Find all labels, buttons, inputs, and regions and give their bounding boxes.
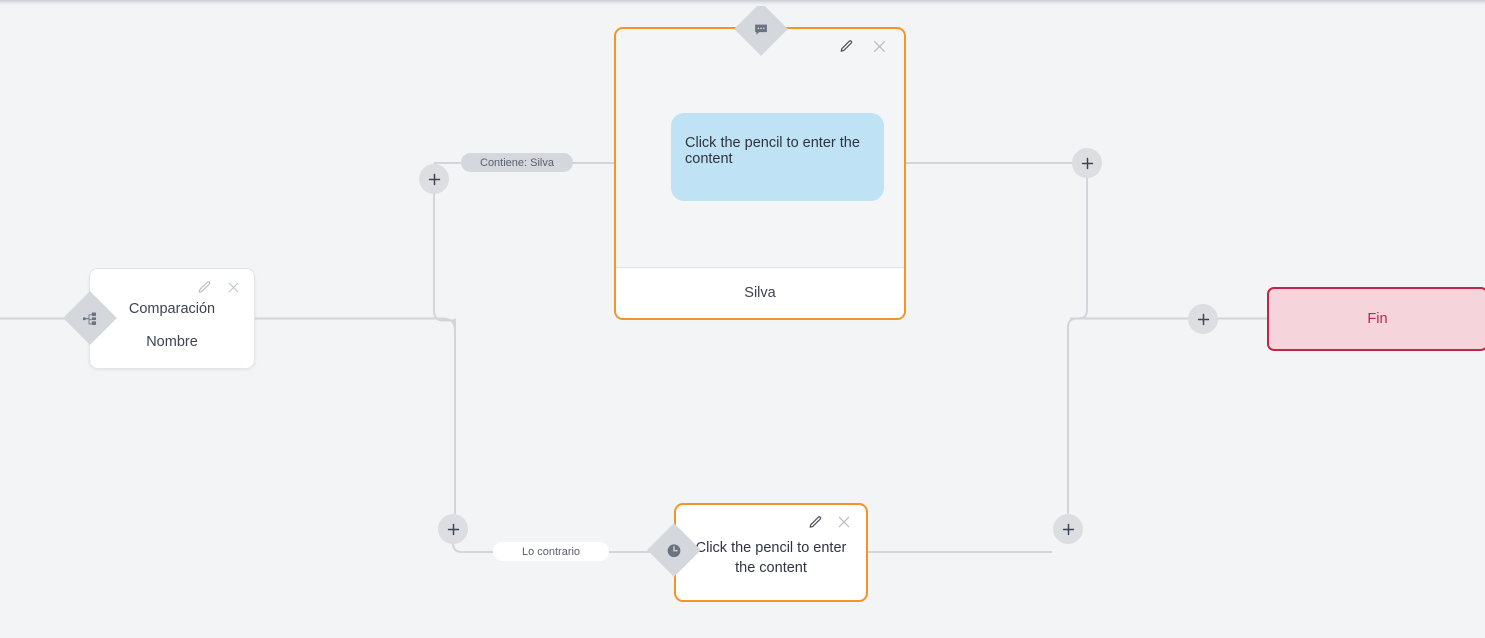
node-message-footer: Silva [616, 267, 904, 318]
node-delay-actions [808, 514, 852, 530]
edge-label-true-branch: Contiene: Silva [461, 153, 573, 172]
node-delay-body: Click the pencil to enter the content [695, 540, 847, 576]
node-message-actions [839, 38, 888, 55]
edge-bottom-branch [452, 542, 674, 553]
add-node-bottom-left-button[interactable] [438, 514, 468, 544]
add-node-bottom-right-button[interactable] [1053, 514, 1083, 544]
speech-bubble-icon-badge [734, 2, 788, 56]
close-icon[interactable] [871, 38, 888, 55]
speech-bubble-icon [753, 21, 770, 38]
close-icon[interactable] [836, 514, 852, 530]
edge-label-false-branch: Lo contrario [493, 542, 609, 561]
pencil-icon[interactable] [197, 280, 212, 295]
pencil-icon[interactable] [839, 39, 854, 54]
pencil-icon[interactable] [808, 515, 823, 530]
plus-icon [1060, 521, 1077, 538]
node-comparacion-subtitle: Nombre [146, 334, 198, 350]
node-fin-label: Fin [1367, 311, 1388, 327]
node-message[interactable]: Click the pencil to enter the content Si… [614, 27, 906, 320]
plus-icon [1079, 155, 1096, 172]
edge-right-rail-top [1070, 178, 1088, 320]
close-icon[interactable] [226, 280, 241, 295]
node-comparacion-title: Comparación [128, 301, 216, 317]
node-fin[interactable]: Fin [1267, 287, 1485, 351]
edge-trunk-up-to-top-plus [433, 178, 455, 322]
clock-icon [666, 542, 683, 559]
plus-icon [426, 171, 443, 188]
branch-split-icon [82, 310, 99, 327]
plus-icon [1195, 311, 1212, 328]
add-node-top-left-button[interactable] [419, 164, 449, 194]
add-node-before-fin-button[interactable] [1188, 304, 1218, 334]
message-bubble[interactable]: Click the pencil to enter the content [671, 113, 884, 201]
plus-icon [445, 521, 462, 538]
clock-icon-badge [647, 523, 701, 577]
node-comparacion[interactable]: Comparación Nombre [89, 268, 255, 369]
add-node-top-right-button[interactable] [1072, 148, 1102, 178]
edge-comparacion-trunk [255, 317, 456, 515]
node-message-footer-label: Silva [744, 285, 776, 301]
node-comparacion-body: Comparación Nombre [90, 295, 254, 356]
node-delay[interactable]: Click the pencil to enter the content [674, 503, 868, 602]
node-comparacion-actions [197, 280, 241, 295]
branch-split-icon-badge [63, 291, 117, 345]
edge-right-rail-bottom [1067, 317, 1188, 537]
